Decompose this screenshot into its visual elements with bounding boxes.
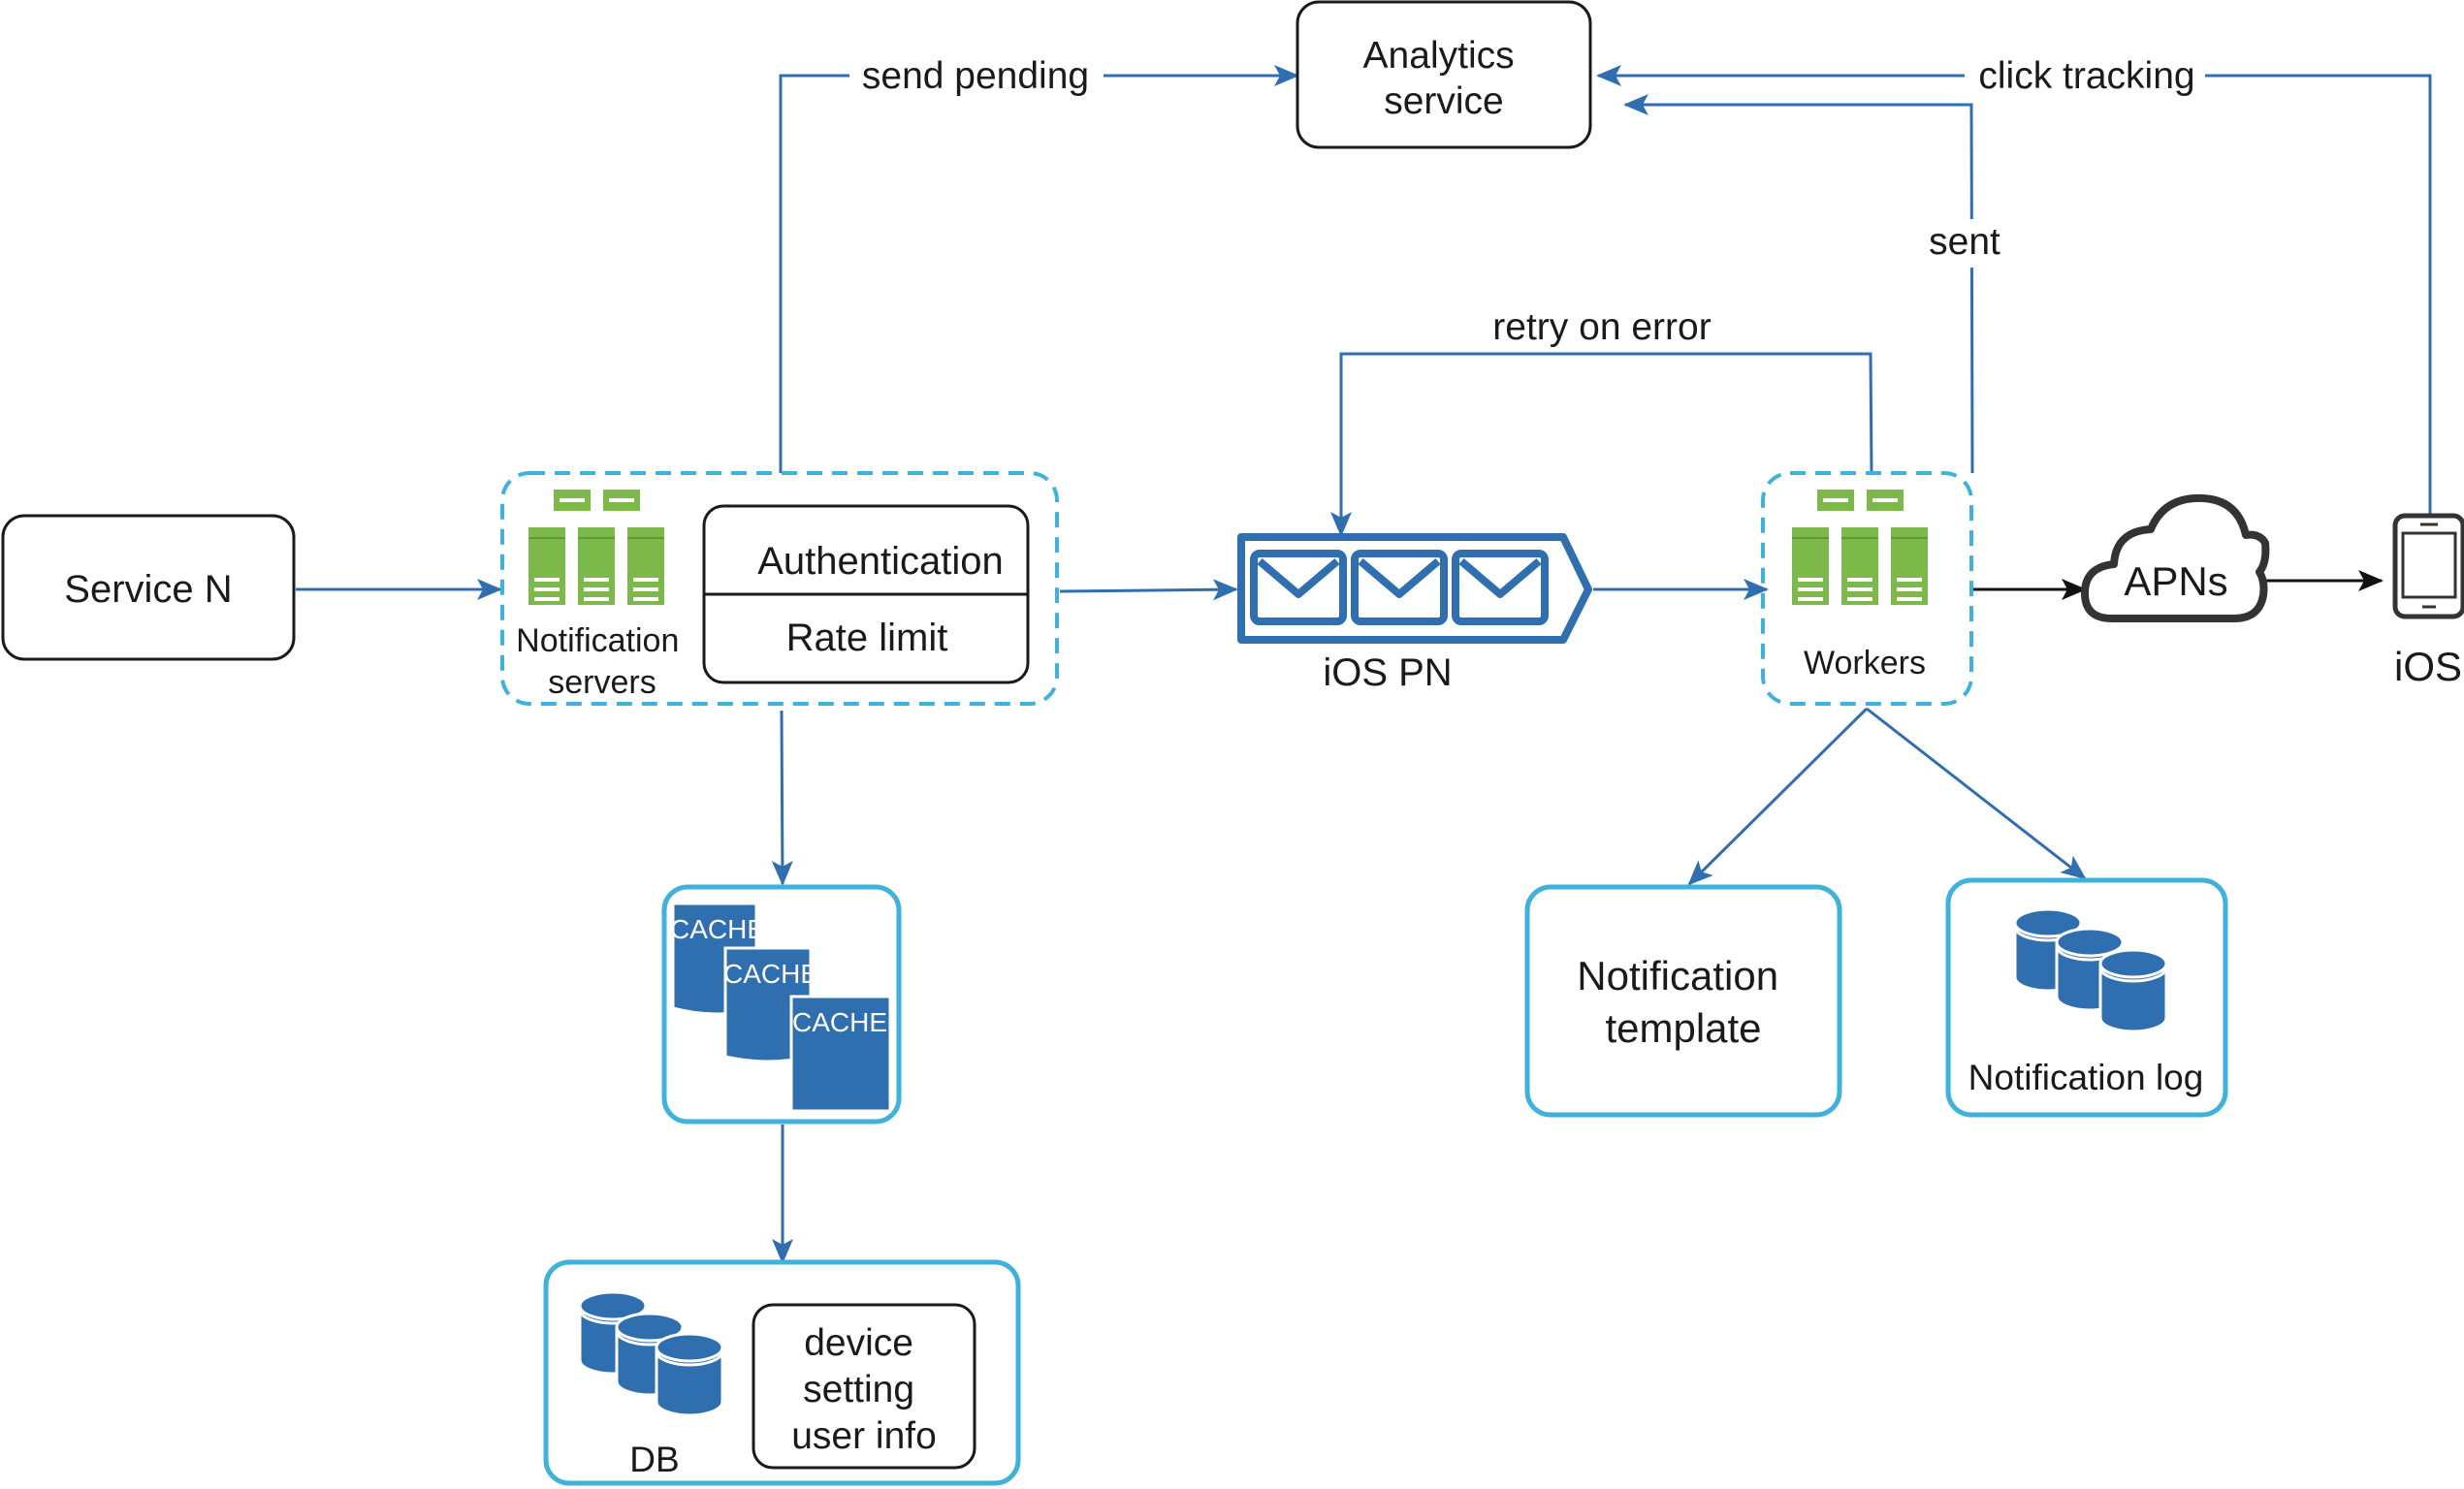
notification-servers-line-2: servers <box>548 664 656 701</box>
cloud-icon <box>2081 493 2270 622</box>
edge-servers-to-analytics <box>779 65 1299 473</box>
edge-servers-to-queue <box>1059 579 1238 601</box>
label-retry-on-error: retry on error <box>1492 306 1711 348</box>
server-rack-icon <box>1792 490 1928 605</box>
ios-pn-queue-node: iOS PN <box>1237 533 1592 694</box>
authentication-label: Authentication <box>757 540 1004 583</box>
apns-label: APNs <box>2124 558 2227 604</box>
edge-labels: send pending retry on error sent click t… <box>849 52 2205 351</box>
edge-workers-to-template <box>1687 707 1869 886</box>
notification-log-node: Notification log <box>1945 877 2228 1118</box>
analytics-service-node: Analytics service <box>1296 0 1592 149</box>
apns-node: APNs <box>2081 493 2270 622</box>
db-note-label: device setting user info <box>791 1322 937 1457</box>
cache-stack-icon <box>671 902 892 1113</box>
label-click-tracking: click tracking <box>1978 55 2194 97</box>
label-send-pending: send pending <box>862 55 1089 97</box>
cache-label-3: CACHE <box>792 1007 887 1037</box>
rate-limit-label: Rate limit <box>786 617 948 659</box>
ios-device-node: iOS <box>2392 513 2464 689</box>
label-sent: sent <box>1929 221 2000 263</box>
notification-log-label: Notification log <box>1968 1058 2204 1097</box>
mobile-phone-icon <box>2392 513 2464 619</box>
notification-template-label: Notification template <box>1577 953 1789 1051</box>
edge-workers-to-log <box>1866 707 2087 880</box>
edge-servers-to-cache <box>771 710 793 886</box>
db-node: DB device setting user info <box>543 1259 1021 1486</box>
analytics-line-2: service <box>1384 80 1504 122</box>
db-label: DB <box>629 1440 679 1479</box>
notification-template-node: Notification template <box>1524 884 1842 1118</box>
workers-group: Workers <box>1761 471 1973 706</box>
workers-label: Workers <box>1804 645 1926 681</box>
cache-label-1: CACHE <box>670 914 765 944</box>
template-line-1: Notification <box>1577 953 1778 998</box>
edge-retry-on-error <box>1330 352 1873 537</box>
notification-servers-label: Notification servers <box>516 622 688 701</box>
ios-pn-label: iOS PN <box>1323 651 1452 694</box>
template-line-2: template <box>1605 1005 1761 1051</box>
notification-servers-line-1: Notification <box>516 622 679 659</box>
server-rack-icon <box>528 490 664 605</box>
service-n-label: Service N <box>64 568 232 611</box>
edges <box>296 65 2432 1264</box>
notification-servers-group: Notification servers Authentication Rate… <box>500 471 1059 706</box>
service-n-node: Service N <box>1 514 296 661</box>
analytics-service-label: Analytics service <box>1363 35 1525 122</box>
ios-label: iOS <box>2394 644 2462 689</box>
cache-node: CACHE CACHE CACHE <box>661 884 902 1125</box>
db-note-line-3: user info <box>791 1415 937 1457</box>
cache-label-2: CACHE <box>723 959 818 989</box>
db-note-line-2: setting <box>803 1369 914 1410</box>
edge-sent <box>1623 94 1974 474</box>
edge-click-tracking <box>1596 65 2432 514</box>
analytics-line-1: Analytics <box>1363 35 1515 77</box>
db-note-line-1: device <box>804 1322 913 1364</box>
